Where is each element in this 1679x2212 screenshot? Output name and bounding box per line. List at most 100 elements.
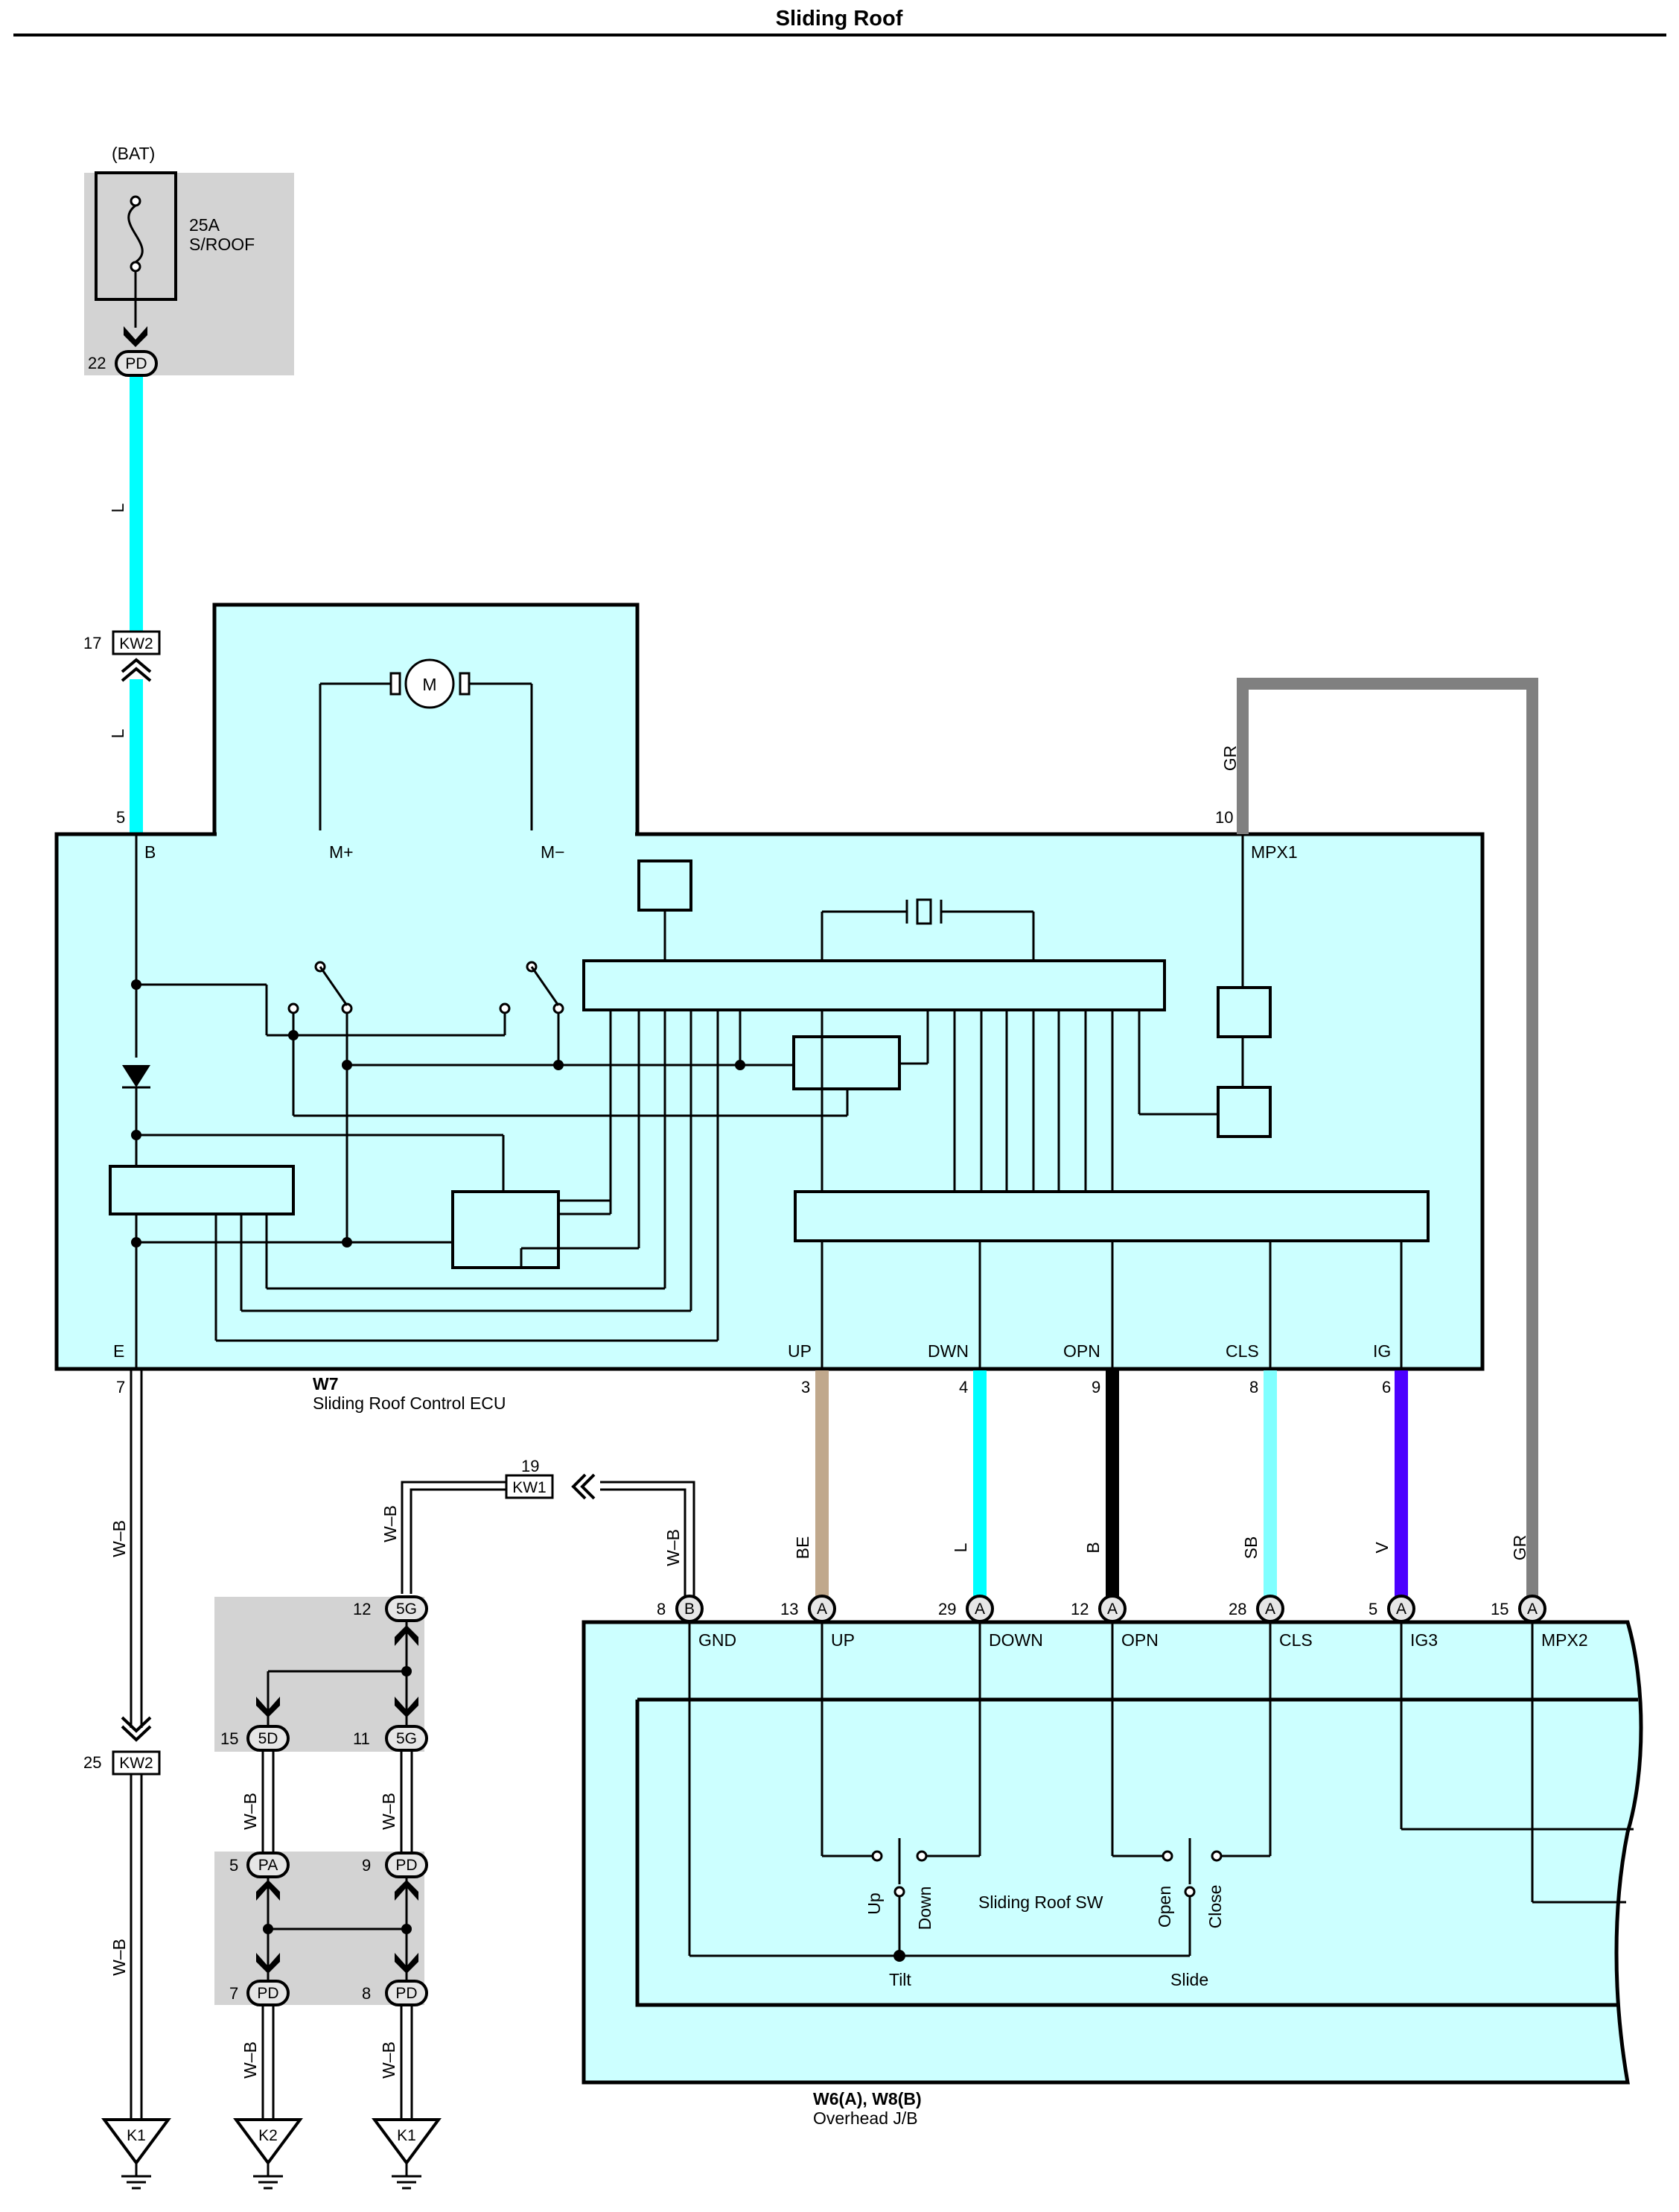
splice-pd-circuit xyxy=(263,1877,412,1981)
c5d-connector xyxy=(246,1725,290,1752)
c5g-bottom-label: 5G xyxy=(396,1730,417,1747)
kw2-bottom-chevron-icon xyxy=(121,1716,152,1742)
ground-wire-e xyxy=(130,1370,143,2120)
wire-color-wb-pd8: W–B xyxy=(379,2041,398,2079)
ecu-term-e: E xyxy=(113,1341,124,1361)
ground-icon xyxy=(101,2118,171,2190)
splice-block-5g xyxy=(214,1597,424,1752)
jb-pin-mpx2: 15 xyxy=(1491,1600,1508,1618)
ecu-pin-opn: 9 xyxy=(1092,1378,1100,1396)
jb-pin-opn: 12 xyxy=(1071,1600,1089,1618)
ecu-pin-mpx1: 10 xyxy=(1215,808,1233,827)
ecu-pin-ig: 6 xyxy=(1382,1378,1391,1396)
c5g-bottom-pin: 11 xyxy=(353,1729,370,1748)
pd-low-left-connector xyxy=(246,1980,290,2006)
ecu-term-ig: IG xyxy=(1373,1341,1391,1361)
jb-conn-down: A xyxy=(975,1601,985,1618)
jb-pin-cls: 28 xyxy=(1229,1600,1246,1618)
kw1-chevron-icon xyxy=(571,1473,596,1500)
ecu-pin-up: 3 xyxy=(801,1378,810,1396)
switch-slide-label: Slide xyxy=(1170,1970,1208,1989)
kw1-connector xyxy=(505,1474,554,1499)
ecu-pin-e: 7 xyxy=(116,1378,125,1396)
ecu-term-cls: CLS xyxy=(1226,1341,1259,1361)
wire-color-v: V xyxy=(1372,1542,1392,1554)
wire-color-gr-top: GR xyxy=(1220,746,1240,772)
wire-GR-loop xyxy=(1237,678,1538,1601)
c5g-top-label: 5G xyxy=(396,1601,417,1618)
kw2-top-pin: 17 xyxy=(83,634,101,652)
ground-icon xyxy=(372,2118,442,2190)
jb-conn-opn: A xyxy=(1107,1601,1118,1618)
pd-low-right-connector xyxy=(385,1980,428,2006)
kw2-top-connector xyxy=(112,630,161,655)
wire-color-wb-kw1-right: W–B xyxy=(663,1529,683,1566)
pa-pin: 5 xyxy=(229,1856,238,1875)
svg-text:M: M xyxy=(422,675,436,694)
wire-color-be: BE xyxy=(793,1536,812,1560)
wire-color-wb-5g: W–B xyxy=(379,1793,398,1830)
wire-color-wb-e2: W–B xyxy=(109,1939,129,1976)
battery-source-label: (BAT) xyxy=(112,144,155,163)
jb-term-ig3: IG3 xyxy=(1410,1630,1438,1650)
switch-close-label: Close xyxy=(1205,1885,1225,1929)
ecu-term-mpx1: MPX1 xyxy=(1251,842,1298,862)
switch-name: Sliding Roof SW xyxy=(978,1892,1103,1912)
kw2-bottom-connector xyxy=(112,1750,161,1776)
motor-housing-mask xyxy=(217,830,635,836)
jb-conn-cls: A xyxy=(1265,1601,1275,1618)
wire-color-b: B xyxy=(1083,1542,1103,1553)
wire-V xyxy=(1395,1370,1408,1603)
wire-color-wb-pd7: W–B xyxy=(240,2041,260,2079)
c5g-top-pin: 12 xyxy=(353,1600,371,1618)
c5g-bottom-connector xyxy=(385,1725,428,1752)
jb-conn-gnd: B xyxy=(684,1601,695,1618)
jb-conn-ig3: A xyxy=(1396,1601,1406,1618)
ground-label-3: K1 xyxy=(397,2127,416,2144)
pd-low-right-pin: 8 xyxy=(362,1984,371,2003)
jb-term-cls: CLS xyxy=(1279,1630,1313,1650)
kw2-bottom-pin: 25 xyxy=(83,1753,101,1772)
ecu-term-m-plus: M+ xyxy=(329,842,354,862)
ecu-term-dwn: DWN xyxy=(928,1341,969,1361)
wire-L-mid xyxy=(130,679,143,834)
kw2-bottom-label: KW2 xyxy=(119,1755,153,1772)
ecu-term-up: UP xyxy=(788,1341,812,1361)
jb-pin-ig3: 5 xyxy=(1369,1600,1377,1618)
fuse-name: S/ROOF xyxy=(189,235,255,254)
ecu-code: W7 xyxy=(313,1374,339,1393)
kw2-top-label: KW2 xyxy=(119,635,153,652)
wire-color-l-mid: L xyxy=(108,728,127,738)
pd-low-left-label: PD xyxy=(257,1985,278,2002)
wire-color-l-top: L xyxy=(108,503,127,512)
jb-pin-up: 13 xyxy=(780,1600,798,1618)
switch-down-label: Down xyxy=(915,1887,934,1930)
kw2-chevron-icon xyxy=(121,658,152,682)
ecu-pin-cls: 8 xyxy=(1249,1378,1258,1396)
switch-up-label: Up xyxy=(864,1892,884,1914)
jb-name: Overhead J/B xyxy=(813,2108,918,2128)
pd-top-connector xyxy=(115,350,158,377)
ecu-term-b: B xyxy=(144,842,156,862)
ecu-pin-b: 5 xyxy=(116,808,125,827)
fuse-block-background xyxy=(84,173,294,375)
fuse-icon xyxy=(127,195,144,299)
pa-label: PA xyxy=(258,1857,278,1874)
jb-term-opn: OPN xyxy=(1121,1630,1159,1650)
jb-pin-gnd: 8 xyxy=(657,1600,666,1618)
wire-color-wb-e: W–B xyxy=(109,1520,129,1557)
sliding-roof-switch-circuit xyxy=(688,1621,1634,1962)
wire-SB xyxy=(1264,1370,1277,1603)
page-title: Sliding Roof xyxy=(776,7,903,31)
wire-L-top xyxy=(130,377,143,641)
c5d-pin: 15 xyxy=(220,1729,238,1748)
ecu-internal-circuit xyxy=(109,834,1430,1369)
kw1-wire xyxy=(401,1481,695,1597)
ecu-pin-dwn: 4 xyxy=(959,1378,968,1396)
c5d-label: 5D xyxy=(258,1730,278,1747)
jb-pin-down: 29 xyxy=(938,1600,956,1618)
wire-color-gr-right: GR xyxy=(1510,1535,1529,1561)
jb-term-mpx2: MPX2 xyxy=(1541,1630,1588,1650)
ecu-term-m-minus: M− xyxy=(541,842,565,862)
